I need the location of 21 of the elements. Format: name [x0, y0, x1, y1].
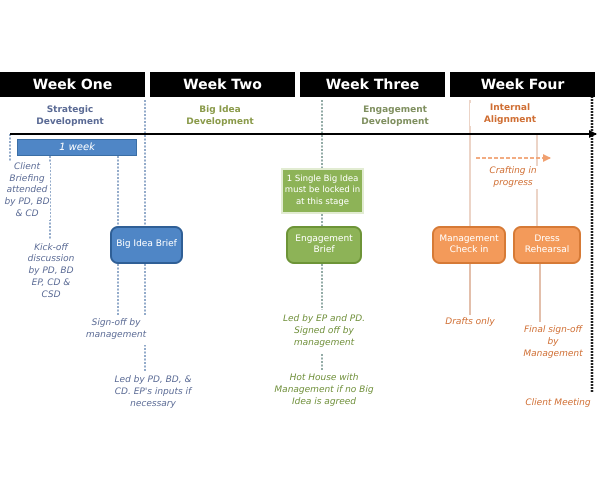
- connector-line: [321, 214, 323, 226]
- milestone-box: Management Check in: [432, 226, 506, 264]
- milestone-box: Big Idea Brief: [110, 226, 183, 264]
- week-header: Week One: [0, 72, 145, 97]
- connector-line: [49, 156, 51, 240]
- week-header: Week Three: [300, 72, 445, 97]
- milestone-box: Engagement Brief: [286, 226, 362, 264]
- connector-line: [321, 264, 323, 310]
- connector-line: [321, 354, 323, 370]
- connector-line: [117, 264, 119, 315]
- connector-line: [117, 156, 119, 226]
- duration-bar: 1 week: [17, 139, 137, 156]
- week-header: Week Four: [450, 72, 595, 97]
- milestone-box: Dress Rehearsal: [513, 226, 581, 264]
- connector-line: [539, 264, 541, 322]
- connector-line: [469, 264, 471, 315]
- annotation-text: Client Briefing attended by PD, BD & CD: [4, 162, 50, 220]
- week-header: Week Two: [150, 72, 295, 97]
- note-box: 1 Single Big Idea must be locked in at this stage: [281, 168, 364, 214]
- annotation-text: Client Meeting: [525, 398, 591, 410]
- annotation-text: Sign-off by management: [84, 315, 148, 345]
